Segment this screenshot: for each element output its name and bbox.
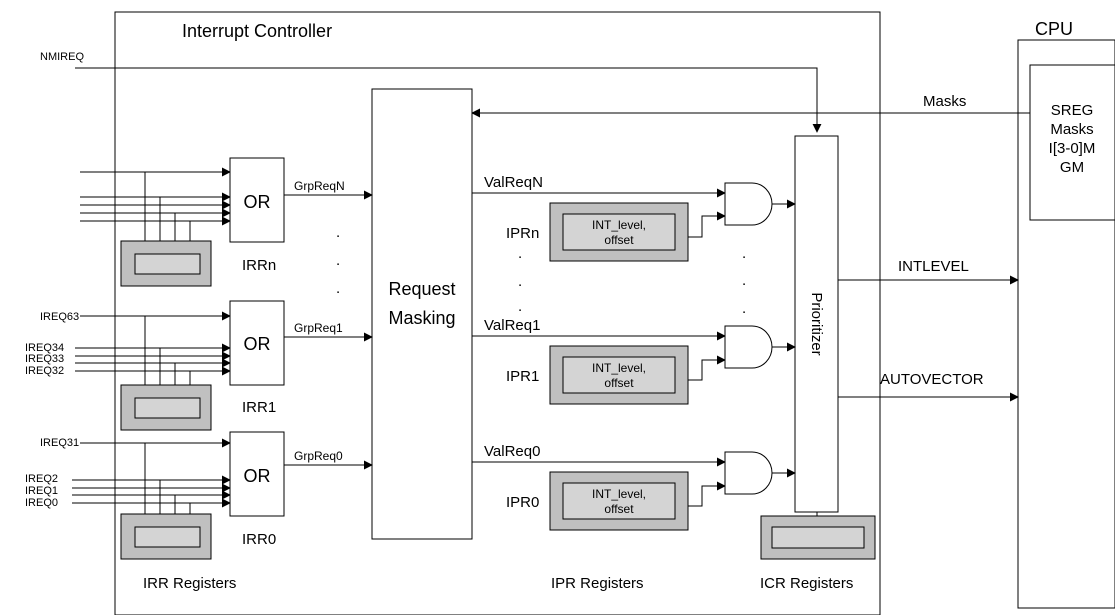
ellipsis-dot: . [742,272,746,289]
masks-label: Masks [923,93,966,110]
cpu-box [1017,39,1115,609]
ellipsis-dot: . [742,300,746,317]
ireq32-label: IREQ32 [25,365,64,377]
prioritizer-label: Prioritizer [808,292,825,355]
ellipsis-dot: . [742,245,746,262]
grpreq-1-label: GrpReq1 [294,321,343,335]
interrupt-controller-box [114,11,881,615]
ireq33-label: IREQ33 [25,353,64,365]
ellipsis-dot: . [518,298,522,315]
irr-registers-label: IRR Registers [143,575,236,592]
ireq0-label: IREQ0 [25,497,58,509]
autovector-label: AUTOVECTOR [880,371,984,388]
cpu-title: CPU [1035,19,1073,39]
sreg-line-3: I[3-0]M [1049,140,1096,157]
ipr-register-n-field [562,213,676,251]
ipr-n-content-line-1: INT_level, [592,218,646,232]
ipr-1-content-line-1: INT_level, [592,361,646,375]
icr-registers-label: ICR Registers [760,575,853,592]
valreq-1-label: ValReq1 [484,317,540,334]
irr-register-0-field [134,526,201,548]
ellipsis-dot: . [518,245,522,262]
or-gate-n [229,157,285,243]
or-gate-1-label: OR [244,334,271,354]
ireq34-label: IREQ34 [25,342,64,354]
ireq63-label: IREQ63 [40,311,79,323]
ipr-0-label: IPR0 [506,494,539,511]
group-0: IREQ31 IREQ2 IREQ1 IREQ0 OR IRR0 GrpReq0… [25,431,796,560]
nmireq-label: NMIREQ [40,51,84,63]
nmireq-wire [75,67,822,133]
ellipsis-dot: . [336,252,340,269]
sreg-line-1: SREG [1051,102,1094,119]
and-gate-n [724,182,773,226]
sreg-line-4: GM [1060,159,1084,176]
grpreq-0-label: GrpReq0 [294,449,343,463]
irr-n-label: IRRn [242,257,276,274]
irr-0-label: IRR0 [242,531,276,548]
ipr-0-content-line-1: INT_level, [592,487,646,501]
or-gate-1 [229,300,285,386]
ipr-0-to-and-wire [688,481,726,507]
group-1: IREQ63 IREQ34 IREQ33 IREQ32 OR IRR1 GrpR… [25,300,796,431]
grpreq-n-label: GrpReqN [294,179,345,193]
irr-1-label: IRR1 [242,399,276,416]
ipr-n-label: IPRn [506,225,539,242]
or-gate-0 [229,431,285,517]
or-gate-0-label: OR [244,466,271,486]
valreq-0-label: ValReq0 [484,443,540,460]
ipr-register-1-field [562,356,676,394]
request-masking-line-1: Request [388,279,455,299]
ipr-register-0-field [562,482,676,520]
ellipsis-dot: . [336,280,340,297]
ipr-1-to-and-wire [688,355,726,381]
interrupt-controller-title: Interrupt Controller [182,21,332,41]
request-masking-block [371,88,473,540]
ellipsis-dot: . [518,273,522,290]
ipr-1-content-line-2: offset [604,376,634,390]
ellipsis-dot: . [336,224,340,241]
ireq2-label: IREQ2 [25,473,58,485]
intlevel-label: INTLEVEL [898,258,969,275]
ipr-registers-label: IPR Registers [551,575,644,592]
valreq-n-label: ValReqN [484,174,543,191]
sreg-masks-box [1029,64,1115,221]
ireq1-label: IREQ1 [25,485,58,497]
and-gate-1 [724,325,773,369]
ipr-n-content-line-2: offset [604,233,634,247]
or-gate-n-label: OR [244,192,271,212]
icr-register-field [771,526,865,549]
irr-register-n-field [134,253,201,275]
request-masking-line-2: Masking [388,308,455,328]
and-gate-0 [724,451,773,495]
ipr-n-to-and-wire [688,211,726,238]
ipr-1-label: IPR1 [506,368,539,385]
irr-register-1-field [134,397,201,419]
sreg-line-2: Masks [1050,121,1093,138]
ipr-0-content-line-2: offset [604,502,634,516]
group-n: OR IRRn GrpReqN ValReqN INT_level, offse… [80,157,796,287]
ireq31-label: IREQ31 [40,437,79,449]
